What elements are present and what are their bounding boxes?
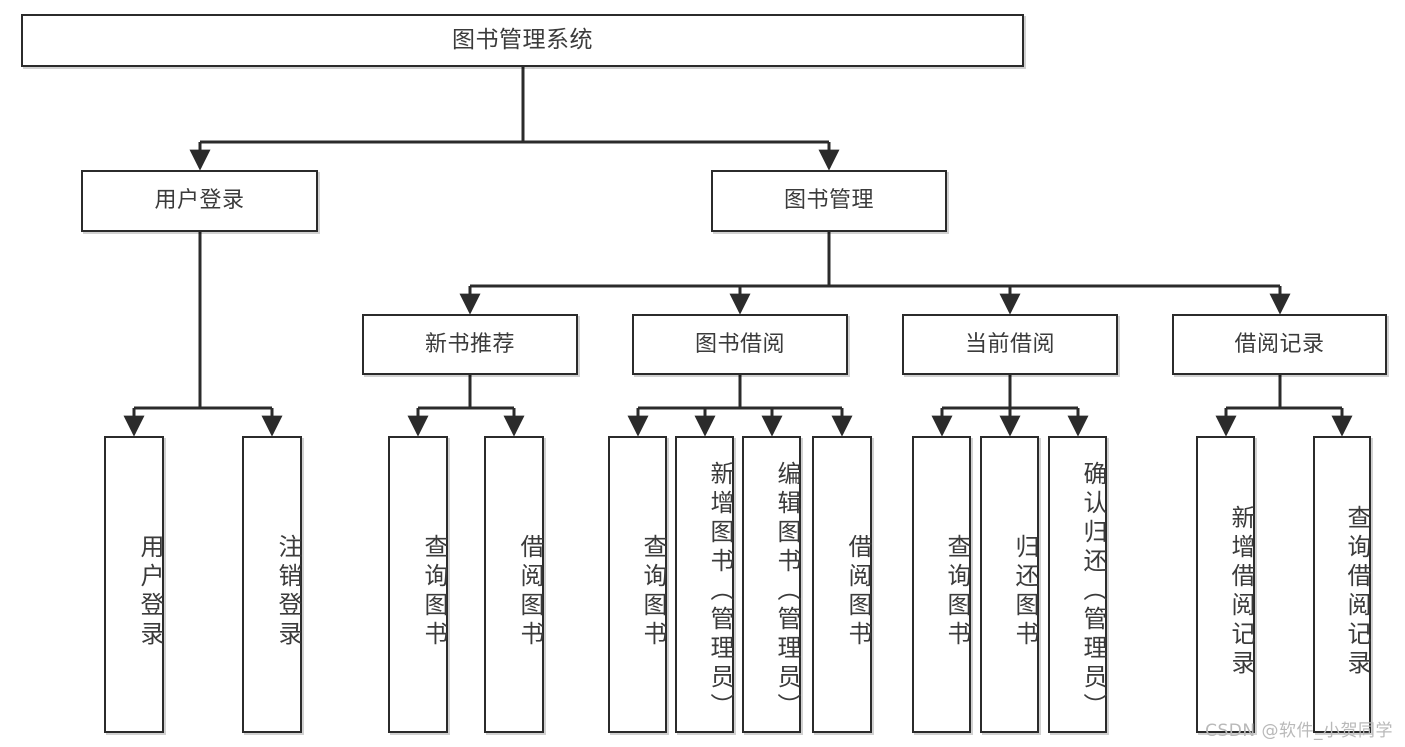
node-label: 当前借阅 xyxy=(964,331,1055,357)
node-label: 新增借阅记录 xyxy=(1227,504,1255,679)
node-label: 查询借阅记录 xyxy=(1343,504,1371,679)
node-label: 归还图书 xyxy=(1011,533,1039,650)
node-book-manage[interactable]: 图书管理 xyxy=(711,170,947,232)
node-leaf-borrow-book-2[interactable]: 借阅图书 xyxy=(812,436,872,733)
node-new-book-rec[interactable]: 新书推荐 xyxy=(362,314,578,375)
node-label: 新增图书（管理员） xyxy=(706,461,734,722)
node-label: 图书借阅 xyxy=(694,331,785,357)
node-leaf-add-book[interactable]: 新增图书（管理员） xyxy=(675,436,734,733)
node-label: 查询图书 xyxy=(639,533,667,650)
node-label: 查询图书 xyxy=(943,533,971,650)
node-leaf-query-record[interactable]: 查询借阅记录 xyxy=(1313,436,1371,733)
node-leaf-query-book-1[interactable]: 查询图书 xyxy=(388,436,448,733)
node-leaf-query-book-3[interactable]: 查询图书 xyxy=(912,436,971,733)
node-label: 用户登录 xyxy=(136,533,164,650)
node-current-borrow[interactable]: 当前借阅 xyxy=(902,314,1118,375)
node-root[interactable]: 图书管理系统 xyxy=(21,14,1024,67)
node-book-borrow[interactable]: 图书借阅 xyxy=(632,314,848,375)
node-label: 借阅图书 xyxy=(516,533,544,650)
node-leaf-query-book-2[interactable]: 查询图书 xyxy=(608,436,667,733)
node-label: 查询图书 xyxy=(420,533,448,650)
node-leaf-logout[interactable]: 注销登录 xyxy=(242,436,302,733)
node-label: 图书管理系统 xyxy=(452,27,593,54)
node-label: 借阅图书 xyxy=(844,533,872,650)
node-borrow-record[interactable]: 借阅记录 xyxy=(1172,314,1387,375)
node-user-login[interactable]: 用户登录 xyxy=(81,170,318,232)
node-leaf-add-record[interactable]: 新增借阅记录 xyxy=(1196,436,1255,733)
node-leaf-borrow-book-1[interactable]: 借阅图书 xyxy=(484,436,544,733)
node-label: 注销登录 xyxy=(274,533,302,650)
node-leaf-return-book[interactable]: 归还图书 xyxy=(980,436,1039,733)
node-label: 用户登录 xyxy=(154,188,245,214)
node-label: 确认归还（管理员） xyxy=(1079,461,1107,722)
node-label: 借阅记录 xyxy=(1234,331,1325,357)
node-label: 编辑图书（管理员） xyxy=(773,461,801,722)
node-leaf-user-login[interactable]: 用户登录 xyxy=(104,436,164,733)
node-leaf-confirm-return[interactable]: 确认归还（管理员） xyxy=(1048,436,1107,733)
node-label: 图书管理 xyxy=(783,188,874,214)
node-label: 新书推荐 xyxy=(424,331,515,357)
node-leaf-edit-book[interactable]: 编辑图书（管理员） xyxy=(742,436,801,733)
